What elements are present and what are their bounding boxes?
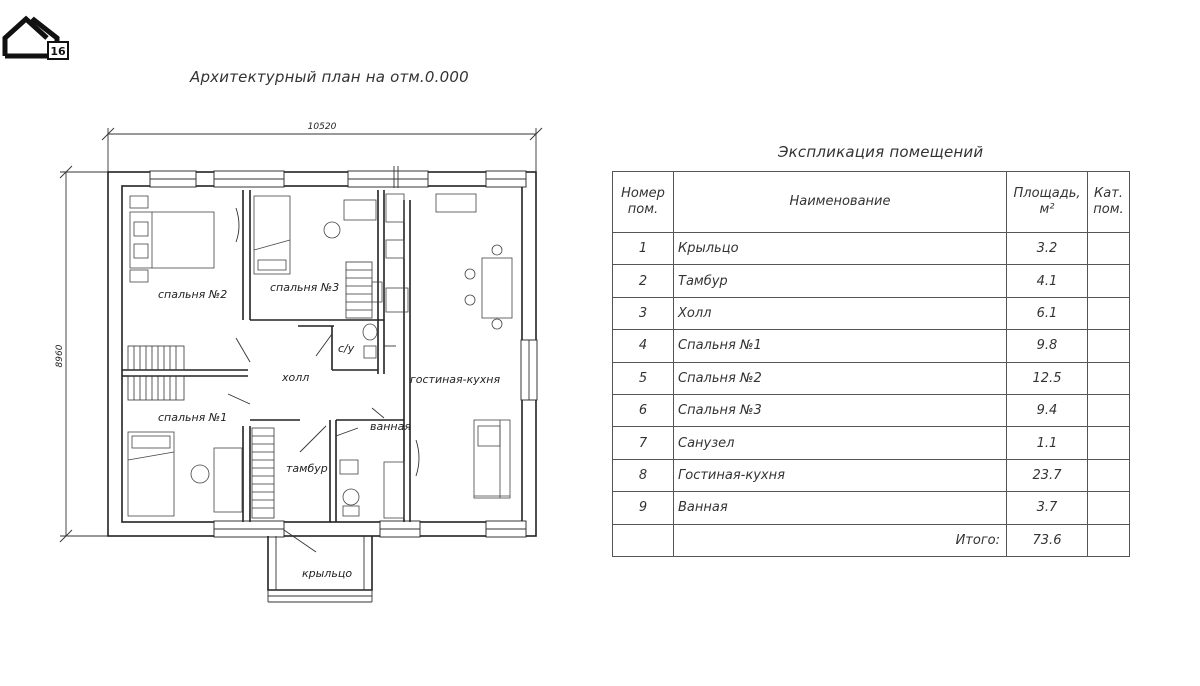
dimension-lines [59, 127, 543, 543]
house-logo-icon: 16 [2, 15, 69, 60]
total-value: 73.6 [1006, 523, 1088, 557]
explication-title: Экспликация помещений [778, 143, 984, 161]
room-label-bedroom2: спальня №2 [158, 288, 227, 301]
furniture [127, 166, 513, 519]
logo-badge: 16 [50, 45, 66, 58]
header-area: Площадь,м² [1006, 171, 1088, 233]
outer-walls [107, 171, 537, 537]
room-label-porch: крыльцо [302, 567, 352, 580]
header-cat: Кат.пом. [1087, 171, 1130, 233]
room-label-living: гостиная-кухня [410, 373, 500, 386]
porch-drawing [267, 529, 373, 603]
room-label-vestibule: тамбур [286, 462, 328, 475]
windows [149, 170, 538, 538]
plan-title: Архитектурный план на отм.0.000 [190, 68, 469, 86]
dimension-width: 10520 [308, 122, 337, 132]
room-label-hall: холл [281, 371, 309, 384]
header-name: Наименование [673, 171, 1007, 233]
table-total-row: Итого:73.6 [612, 523, 1130, 557]
room-label-wc: с/у [338, 342, 355, 355]
total-label: Итого: [673, 523, 1007, 557]
interior-walls [122, 190, 411, 522]
room-label-bedroom1: спальня №1 [158, 411, 227, 424]
room-label-bedroom3: спальня №3 [270, 281, 339, 294]
dimension-height: 8960 [55, 344, 65, 367]
room-label-bath: ванная [370, 420, 411, 433]
